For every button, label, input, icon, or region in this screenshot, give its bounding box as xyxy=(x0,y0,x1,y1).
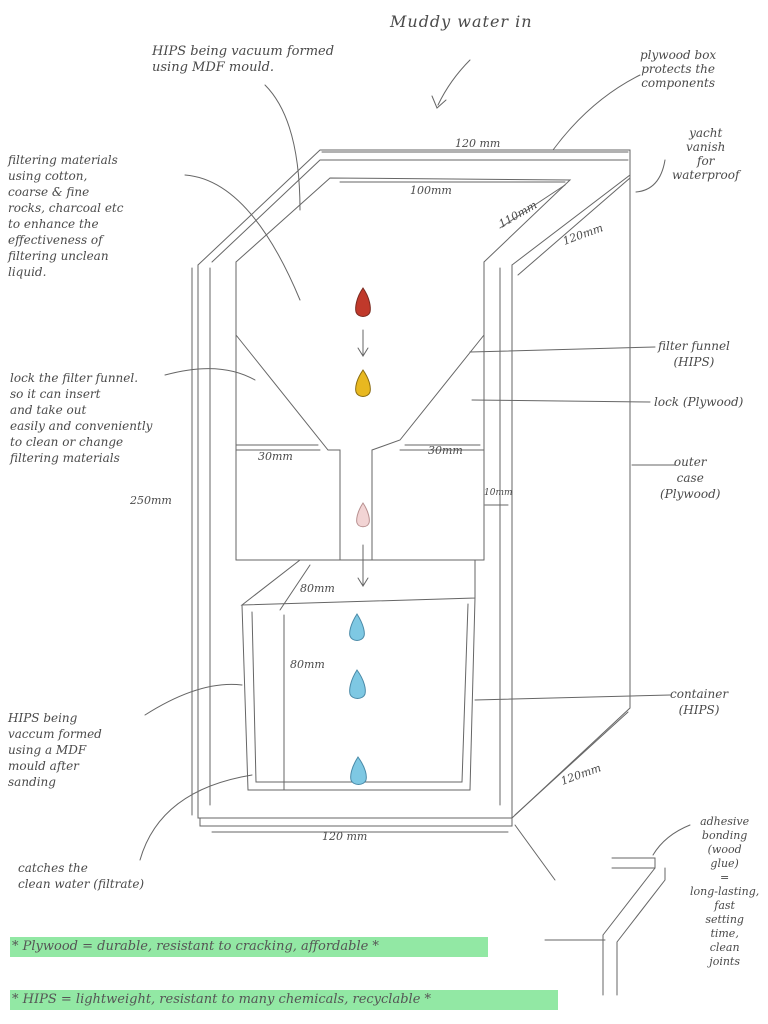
dim-label-inner-width: 100mm xyxy=(410,184,452,197)
outer-case-front xyxy=(197,264,513,819)
funnel-right xyxy=(371,334,485,561)
dim-depth xyxy=(499,184,566,229)
label-plywood-box: plywood box protects the components xyxy=(640,48,717,90)
top-rim-inner xyxy=(235,177,572,263)
dim-label-height: 250mm xyxy=(130,494,172,507)
top-rim-edge xyxy=(211,159,629,263)
highlight-plywood xyxy=(10,937,488,957)
dim-label-top-width: 120 mm xyxy=(455,137,501,150)
dim-label-right-shelf: 30mm xyxy=(428,444,463,457)
leader-adhesive xyxy=(652,824,691,856)
label-adhesive-bonding: adhesive bonding (wood glue) = long-last… xyxy=(690,815,760,968)
leader-bottom-corner xyxy=(514,824,556,881)
droplets xyxy=(349,287,371,785)
label-lock-plywood: lock (Plywood) xyxy=(654,395,744,409)
dim-label-bottom-width: 120 mm xyxy=(322,830,368,843)
dim-side xyxy=(517,177,631,276)
dim-label-left-shelf: 30mm xyxy=(258,450,293,463)
droplet-pink xyxy=(356,502,370,528)
label-filtering-materials: filtering materials using cotton, coarse… xyxy=(8,153,124,279)
input-arrow xyxy=(431,59,471,109)
flow-arrow-2 xyxy=(357,544,369,587)
droplet-blue-2 xyxy=(349,669,366,699)
summary-hips: * HIPS = lightweight, resistant to many … xyxy=(12,992,432,1007)
label-container: container (HIPS) xyxy=(670,687,729,717)
back-edge xyxy=(199,264,513,827)
container-box xyxy=(240,559,476,606)
label-outer-case: outer case (Plywood) xyxy=(660,455,721,501)
funnel-ledge xyxy=(235,334,321,451)
leader-container xyxy=(474,694,671,701)
droplet-blue-1 xyxy=(349,613,365,641)
highlight-hips xyxy=(10,990,558,1010)
funnel xyxy=(235,334,341,561)
leader-lock-plywood xyxy=(471,399,651,403)
diagram-title: Muddy water in xyxy=(390,12,533,31)
funnel-ledge-right xyxy=(399,334,485,451)
dim-label-wall: 10mm xyxy=(484,488,513,498)
dim-label-container-depth: 80mm xyxy=(300,582,335,595)
dim-container-depth xyxy=(279,564,311,611)
container-body xyxy=(241,597,476,791)
dim-label-container-height: 80mm xyxy=(290,658,325,671)
leader-plywood xyxy=(552,74,641,151)
leader-yacht xyxy=(635,159,666,193)
leader-catches xyxy=(139,774,253,861)
droplet-blue-3 xyxy=(350,756,367,785)
droplet-yellow xyxy=(355,369,371,397)
droplet-red xyxy=(355,287,371,317)
label-yacht-vanish: yacht vanish for waterproof xyxy=(672,126,740,182)
top-rim xyxy=(197,149,631,266)
leader-hips-top xyxy=(264,84,301,211)
label-hips-vacuum-top: HIPS being vacuum formed using MDF mould… xyxy=(152,44,335,75)
label-filter-funnel: filter funnel (HIPS) xyxy=(658,339,730,369)
dim-bottom-depth xyxy=(514,711,629,816)
leader-filtering xyxy=(184,174,301,301)
summary-plywood: * Plywood = durable, resistant to cracki… xyxy=(12,939,379,954)
leader-funnel xyxy=(469,346,656,353)
leader-lock xyxy=(164,368,256,381)
flow-arrow-1 xyxy=(357,329,369,357)
leader-hips-bottom xyxy=(144,683,243,716)
label-catches-clean: catches the clean water (filtrate) xyxy=(18,861,145,891)
joint-detail xyxy=(544,857,666,996)
label-hips-vacuum-bottom: HIPS being vaccum formed using a MDF mou… xyxy=(8,711,102,789)
right-side-panel xyxy=(511,174,631,819)
label-lock-funnel: lock the filter funnel. so it can insert… xyxy=(10,371,153,465)
